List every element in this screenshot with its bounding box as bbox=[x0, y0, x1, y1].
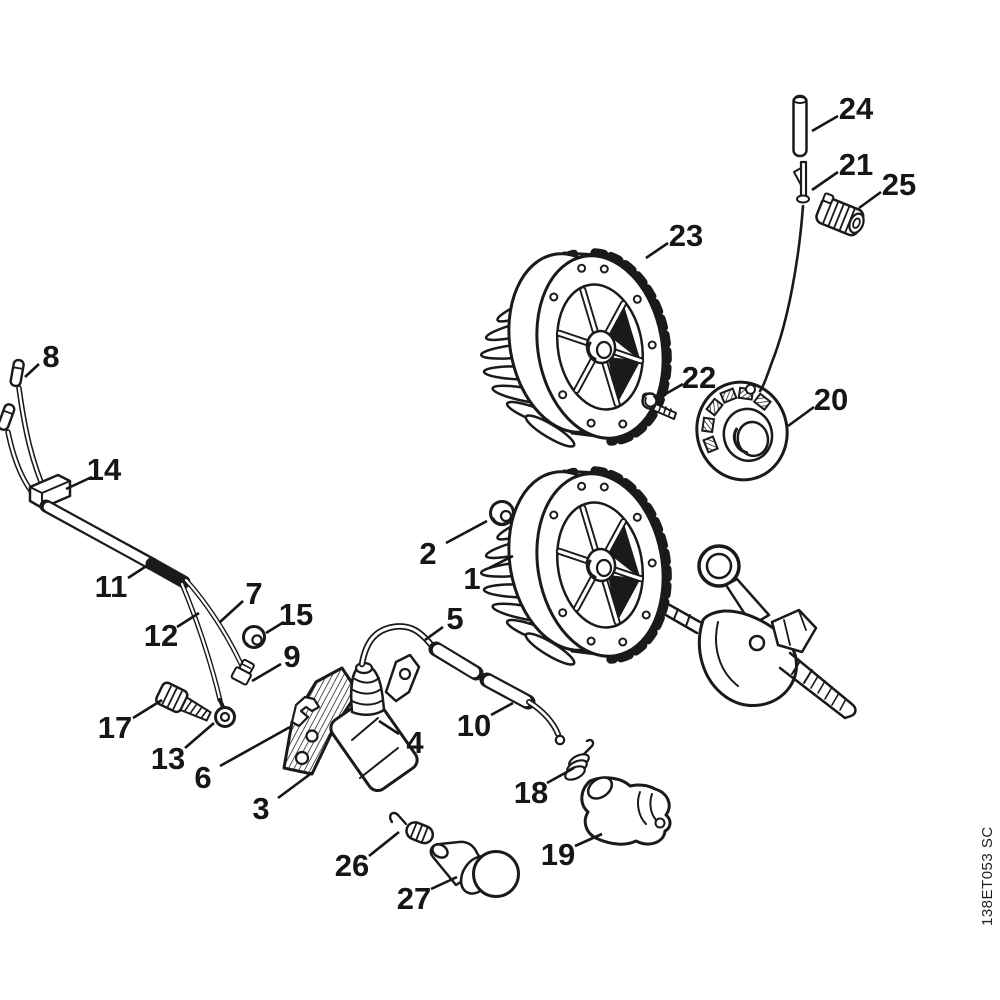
connector-9 bbox=[230, 658, 255, 686]
part-label-3: 3 bbox=[252, 791, 269, 826]
leader-17 bbox=[132, 698, 163, 720]
screw-22 bbox=[641, 392, 677, 420]
module-arm bbox=[384, 653, 421, 703]
part-label-26: 26 bbox=[335, 848, 369, 883]
nut-2 bbox=[489, 500, 515, 527]
leader-1 bbox=[488, 554, 514, 570]
part-label-20: 20 bbox=[814, 382, 848, 417]
leader-4 bbox=[378, 719, 400, 736]
part-label-25: 25 bbox=[882, 167, 916, 202]
part-label-24: 24 bbox=[839, 91, 874, 126]
leader-11 bbox=[127, 563, 149, 580]
leader-3 bbox=[277, 770, 314, 800]
leader-14 bbox=[65, 475, 93, 491]
leader-25 bbox=[858, 190, 882, 210]
part-label-11: 11 bbox=[95, 569, 128, 604]
crankshaft bbox=[661, 544, 857, 720]
leader-24 bbox=[811, 114, 839, 133]
leader-2 bbox=[445, 519, 488, 545]
part-label-2: 2 bbox=[419, 536, 436, 571]
part-label-5: 5 bbox=[446, 601, 463, 636]
ht-wire-5 bbox=[358, 623, 484, 681]
short-circuit-wire bbox=[758, 204, 805, 393]
watermark-code: 138ET053 SC bbox=[979, 826, 996, 926]
leader-26 bbox=[368, 830, 400, 858]
part-label-1: 1 bbox=[463, 561, 480, 596]
part-label-18: 18 bbox=[514, 775, 548, 810]
terminal-block-25 bbox=[815, 192, 865, 237]
leader-8 bbox=[24, 363, 40, 378]
part-label-13: 13 bbox=[151, 741, 185, 776]
clamp-6 bbox=[290, 695, 321, 728]
spring-26 bbox=[388, 811, 435, 845]
trigger-ring bbox=[695, 380, 789, 482]
part-label-15: 15 bbox=[279, 597, 313, 632]
leader-lines bbox=[24, 114, 882, 891]
pin-24 bbox=[792, 94, 808, 158]
part-labels: 1 2 3 4 5 6 7 8 9 10 11 12 13 14 15 17 1… bbox=[42, 91, 916, 916]
leader-10 bbox=[490, 701, 514, 717]
leader-12 bbox=[176, 611, 200, 629]
spring-18 bbox=[564, 738, 595, 781]
ring-terminal-13 bbox=[214, 698, 236, 728]
part-label-8: 8 bbox=[42, 339, 59, 374]
coil-boot bbox=[349, 661, 386, 716]
leader-21 bbox=[811, 170, 839, 192]
ring-windows bbox=[701, 386, 772, 454]
leader-13 bbox=[184, 722, 215, 749]
part-label-9: 9 bbox=[283, 639, 300, 674]
part-label-19: 19 bbox=[541, 837, 575, 872]
knob-27 bbox=[429, 840, 520, 898]
terminal-tip-left bbox=[0, 403, 16, 431]
part-label-27: 27 bbox=[397, 881, 431, 916]
part-label-21: 21 bbox=[839, 147, 873, 182]
spark-plug-boot bbox=[580, 776, 672, 846]
part-label-17: 17 bbox=[98, 710, 132, 745]
terminal-tip-right bbox=[9, 358, 25, 388]
part-label-23: 23 bbox=[669, 218, 703, 253]
leader-20 bbox=[787, 405, 815, 428]
leader-15 bbox=[265, 620, 285, 635]
flywheel-lower bbox=[481, 462, 678, 669]
part-label-12: 12 bbox=[144, 618, 178, 653]
flywheel-upper bbox=[481, 244, 678, 451]
leader-6 bbox=[219, 725, 291, 768]
part-label-6: 6 bbox=[194, 760, 211, 795]
part-label-4: 4 bbox=[406, 725, 424, 760]
leader-22 bbox=[661, 382, 684, 398]
part-label-14: 14 bbox=[87, 452, 122, 487]
ignition-module bbox=[282, 653, 421, 793]
wire-10 bbox=[479, 672, 566, 746]
nut-15 bbox=[242, 625, 266, 649]
screw-17 bbox=[155, 681, 212, 722]
leader-7 bbox=[219, 600, 244, 623]
leader-23 bbox=[645, 241, 669, 260]
leader-27 bbox=[430, 875, 458, 891]
part-label-10: 10 bbox=[457, 708, 491, 743]
clip-21 bbox=[793, 160, 810, 204]
wiring-harness bbox=[0, 358, 255, 728]
part-label-7: 7 bbox=[245, 576, 262, 611]
leader-18 bbox=[546, 766, 575, 785]
part-label-22: 22 bbox=[682, 360, 716, 395]
leader-19 bbox=[574, 832, 603, 848]
leader-5 bbox=[424, 625, 444, 642]
leader-9 bbox=[251, 662, 282, 683]
